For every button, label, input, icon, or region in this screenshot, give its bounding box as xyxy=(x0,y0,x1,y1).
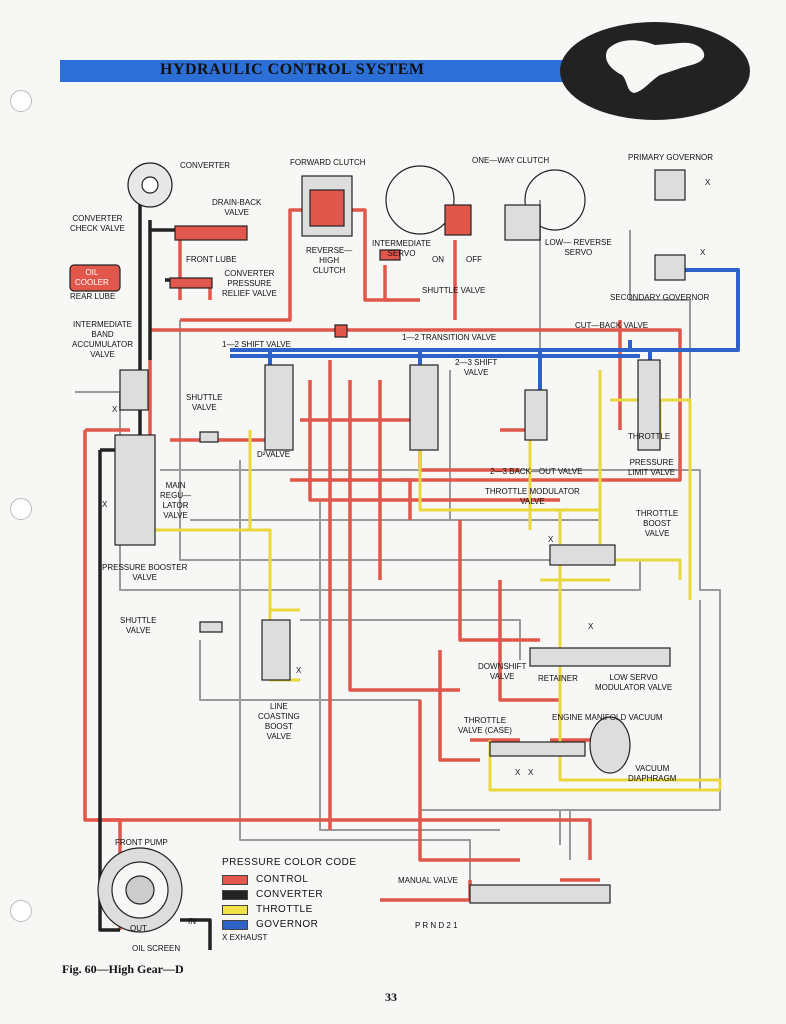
main-regulator-valve xyxy=(114,434,156,546)
label-pressure-booster-valve: PRESSURE BOOSTER VALVE xyxy=(102,563,188,582)
drain-back-valve xyxy=(174,225,248,241)
label-converter: CONVERTER xyxy=(180,161,231,170)
label-oil-screen: OIL SCREEN xyxy=(132,944,181,953)
label-on: ON xyxy=(432,255,444,264)
one-way-clutch-drum xyxy=(524,169,586,231)
legend-item-control: CONTROL xyxy=(222,872,382,887)
label-vacuum-diaphragm: VACUUM DIAPHRAGM xyxy=(628,764,677,783)
label-off: OFF xyxy=(466,255,482,264)
legend-swatch-converter xyxy=(222,889,248,900)
label-transition-valve: 1—2 TRANSITION VALVE xyxy=(402,333,497,342)
components xyxy=(69,162,686,933)
manual-valve xyxy=(469,884,611,904)
label-cut-back-valve: CUT—BACK VALVE xyxy=(575,321,649,330)
label-intermediate-servo: INTERMEDIATE SERVO xyxy=(372,239,431,258)
label-throttle-boost-valve: THROTTLE BOOST VALVE xyxy=(636,509,679,538)
exhaust-mark: X xyxy=(102,500,108,509)
label-out: OUT xyxy=(130,924,147,933)
label-throttle-modulator-valve: THROTTLE MODULATOR VALVE xyxy=(485,487,580,506)
exhaust-mark: X xyxy=(705,178,711,187)
label-main-regulator-valve: MAIN REGU— LATOR VALVE xyxy=(160,481,192,520)
exhaust-mark: X xyxy=(548,535,554,544)
cut-back-valve xyxy=(637,359,661,451)
label-prnd21: P R N D 2 1 xyxy=(415,921,458,930)
oil-cooler-box xyxy=(69,264,121,292)
label-pressure-limit-valve: PRESSURE LIMIT VALVE xyxy=(628,458,676,477)
intermediate-servo xyxy=(444,204,472,236)
label-shift-valve-12: 1—2 SHIFT VALVE xyxy=(222,340,291,349)
label-downshift-valve: DOWNSHIFT VALVE xyxy=(478,662,527,681)
pressure-color-legend: PRESSURE COLOR CODE CONTROL CONVERTER TH… xyxy=(222,857,382,942)
figure-caption: Fig. 60—High Gear—D xyxy=(62,962,184,976)
label-d2-valve: D²VALVE xyxy=(257,450,291,459)
exhaust-mark: X xyxy=(296,666,302,675)
accumulator-valve xyxy=(119,369,149,411)
label-one-way-clutch: ONE—WAY CLUTCH xyxy=(472,156,550,165)
label-forward-clutch: FORWARD CLUTCH xyxy=(290,158,366,167)
transition-valve xyxy=(524,389,548,441)
legend-item-governor: GOVERNOR xyxy=(222,917,382,932)
label-low-servo-modulator-valve: LOW SERVO MODULATOR VALVE xyxy=(595,673,673,692)
shift-valve-23 xyxy=(409,364,439,451)
shuttle-valve-low xyxy=(199,621,223,633)
title-banner: HYDRAULIC CONTROL SYSTEM xyxy=(60,60,580,82)
legend-swatch-governor xyxy=(222,919,248,930)
downshift-valve xyxy=(529,647,671,667)
legend-item-converter: CONVERTER xyxy=(222,887,382,902)
label-shuttle-valve-top: SHUTTLE VALVE xyxy=(422,286,486,295)
legend-swatch-throttle xyxy=(222,904,248,915)
binder-hole xyxy=(10,900,32,922)
throttle-boost-valve xyxy=(549,544,616,566)
label-line-coasting-boost-valve: LINE COASTING BOOST VALVE xyxy=(258,702,300,741)
throttle-valve-case xyxy=(489,741,586,757)
label-intermediate-band-accumulator-valve: INTERMEDIATE BAND ACCUMULATOR VALVE xyxy=(72,320,134,359)
exhaust-mark: X xyxy=(588,622,594,631)
pressure-relief-valve xyxy=(169,277,213,289)
label-drain-back-valve: DRAIN-BACK VALVE xyxy=(212,198,262,217)
shuttle-valve-mid xyxy=(199,431,219,443)
label-shuttle-valve-low: SHUTTLE VALVE xyxy=(120,616,157,635)
exhaust-mark: X xyxy=(112,405,118,414)
shuttle-valve-top xyxy=(379,249,401,261)
label-primary-governor: PRIMARY GOVERNOR xyxy=(628,153,714,162)
label-front-pump: FRONT PUMP xyxy=(115,838,168,847)
transmission-silhouette-icon xyxy=(605,40,705,93)
exhaust-mark: X xyxy=(528,768,534,777)
label-shuttle-valve-mid: SHUTTLE VALVE xyxy=(186,393,223,412)
page-number: 33 xyxy=(385,990,397,1004)
vacuum-diaphragm-body xyxy=(589,716,631,774)
label-back-out-valve: 2—3 BACK—OUT VALVE xyxy=(490,467,583,476)
label-in: IN xyxy=(188,917,196,926)
binder-hole xyxy=(10,498,32,520)
label-reverse-high-clutch: REVERSE— HIGH CLUTCH xyxy=(306,246,353,275)
label-retainer: RETAINER xyxy=(538,674,578,683)
primary-governor xyxy=(654,169,686,201)
label-front-lube: FRONT LUBE xyxy=(186,255,237,264)
label-secondary-governor: SECONDARY GOVERNOR xyxy=(610,293,710,302)
label-rear-lube: REAR LUBE xyxy=(70,292,116,301)
page-title: HYDRAULIC CONTROL SYSTEM xyxy=(160,61,425,78)
exhaust-mark: X xyxy=(515,768,521,777)
legend-title: PRESSURE COLOR CODE xyxy=(222,857,357,868)
legend-swatch-control xyxy=(222,874,248,885)
secondary-governor xyxy=(654,254,686,281)
label-oil-cooler: OIL COOLER xyxy=(75,268,109,287)
legend-exhaust-note: X EXHAUST xyxy=(222,933,268,942)
label-low-reverse-servo: LOW— REVERSE SERVO xyxy=(545,238,612,257)
intermediate-band xyxy=(385,165,455,235)
label-throttle: THROTTLE xyxy=(628,432,671,441)
label-converter-check-valve: CONVERTER CHECK VALVE xyxy=(70,214,125,233)
shift-valve-12 xyxy=(264,364,294,451)
label-manual-valve: MANUAL VALVE xyxy=(398,876,458,885)
binder-hole xyxy=(10,90,32,112)
label-converter-pressure-relief-valve: CONVERTER PRESSURE RELIEF VALVE xyxy=(222,269,277,298)
low-reverse-servo xyxy=(504,204,541,241)
legend-item-throttle: THROTTLE xyxy=(222,902,382,917)
label-throttle-valve-case: THROTTLE VALVE (CASE) xyxy=(458,716,512,735)
exhaust-mark: X xyxy=(700,248,706,257)
label-shift-valve-23: 2—3 SHIFT VALVE xyxy=(455,358,498,377)
line-coasting-boost-valve xyxy=(261,619,291,681)
label-engine-manifold-vacuum: ENGINE MANIFOLD VACUUM xyxy=(552,713,663,722)
